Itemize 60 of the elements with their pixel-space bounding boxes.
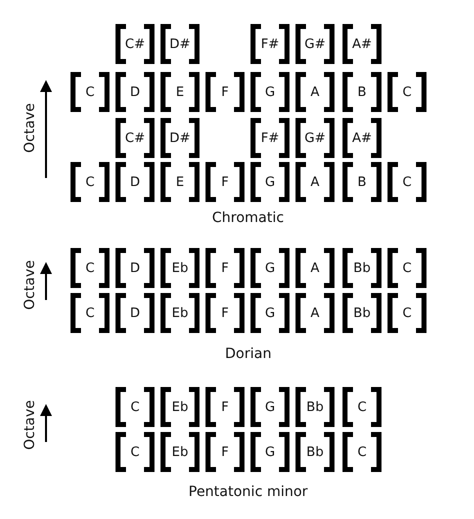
bracketed-note: C#	[115, 24, 155, 64]
bracketed-note: F#	[250, 24, 290, 64]
bracketed-note: F	[205, 72, 245, 112]
bracketed-note: F	[205, 432, 245, 472]
bracketed-note: C	[70, 248, 110, 288]
bracketed-note: Eb	[160, 293, 200, 333]
bracketed-note: Bb	[342, 248, 382, 288]
bracketed-note: C#	[115, 118, 155, 158]
scale-title: Chromatic	[212, 210, 284, 226]
bracketed-note: F	[205, 248, 245, 288]
axis-label: Octave	[22, 400, 38, 450]
scale-title: Dorian	[225, 346, 272, 362]
bracketed-note: G#	[295, 118, 335, 158]
bracketed-note: E	[160, 162, 200, 202]
bracketed-note: Eb	[160, 248, 200, 288]
bracketed-note: B	[342, 72, 382, 112]
bracketed-note: A	[295, 72, 335, 112]
axis-label: Octave	[22, 260, 38, 310]
bracketed-note: D	[115, 72, 155, 112]
bracketed-note: D#	[160, 118, 200, 158]
bracketed-note: C	[70, 72, 110, 112]
bracketed-note: Eb	[160, 387, 200, 427]
bracketed-note: Bb	[342, 293, 382, 333]
bracketed-note: Bb	[295, 387, 335, 427]
bracketed-note: G	[250, 387, 290, 427]
bracketed-note: C	[70, 293, 110, 333]
bracketed-note: G#	[295, 24, 335, 64]
scale-title: Pentatonic minor	[188, 484, 308, 500]
bracketed-note: F	[205, 162, 245, 202]
bracketed-note: G	[250, 293, 290, 333]
bracketed-note: C	[387, 162, 427, 202]
bracketed-note: D	[115, 293, 155, 333]
bracketed-note: A	[295, 162, 335, 202]
axis-label: Octave	[22, 103, 38, 153]
bracketed-note: Bb	[295, 432, 335, 472]
bracketed-note: C	[387, 248, 427, 288]
bracketed-note: D#	[160, 24, 200, 64]
bracketed-note: A	[295, 248, 335, 288]
bracketed-note: F	[205, 293, 245, 333]
bracketed-note: C	[387, 72, 427, 112]
bracketed-note: C	[342, 387, 382, 427]
bracketed-note: F	[205, 387, 245, 427]
bracketed-note: D	[115, 248, 155, 288]
bracketed-note: C	[115, 387, 155, 427]
bracketed-note: G	[250, 162, 290, 202]
bracketed-note: D	[115, 162, 155, 202]
bracketed-note: Eb	[160, 432, 200, 472]
bracketed-note: C	[70, 162, 110, 202]
bracketed-note: G	[250, 432, 290, 472]
bracketed-note: A#	[342, 118, 382, 158]
bracketed-note: B	[342, 162, 382, 202]
bracketed-note: E	[160, 72, 200, 112]
bracketed-note: A	[295, 293, 335, 333]
bracketed-note: F#	[250, 118, 290, 158]
bracketed-note: C	[387, 293, 427, 333]
bracketed-note: G	[250, 72, 290, 112]
bracketed-note: G	[250, 248, 290, 288]
bracketed-note: C	[115, 432, 155, 472]
bracketed-note: C	[342, 432, 382, 472]
bracketed-note: A#	[342, 24, 382, 64]
